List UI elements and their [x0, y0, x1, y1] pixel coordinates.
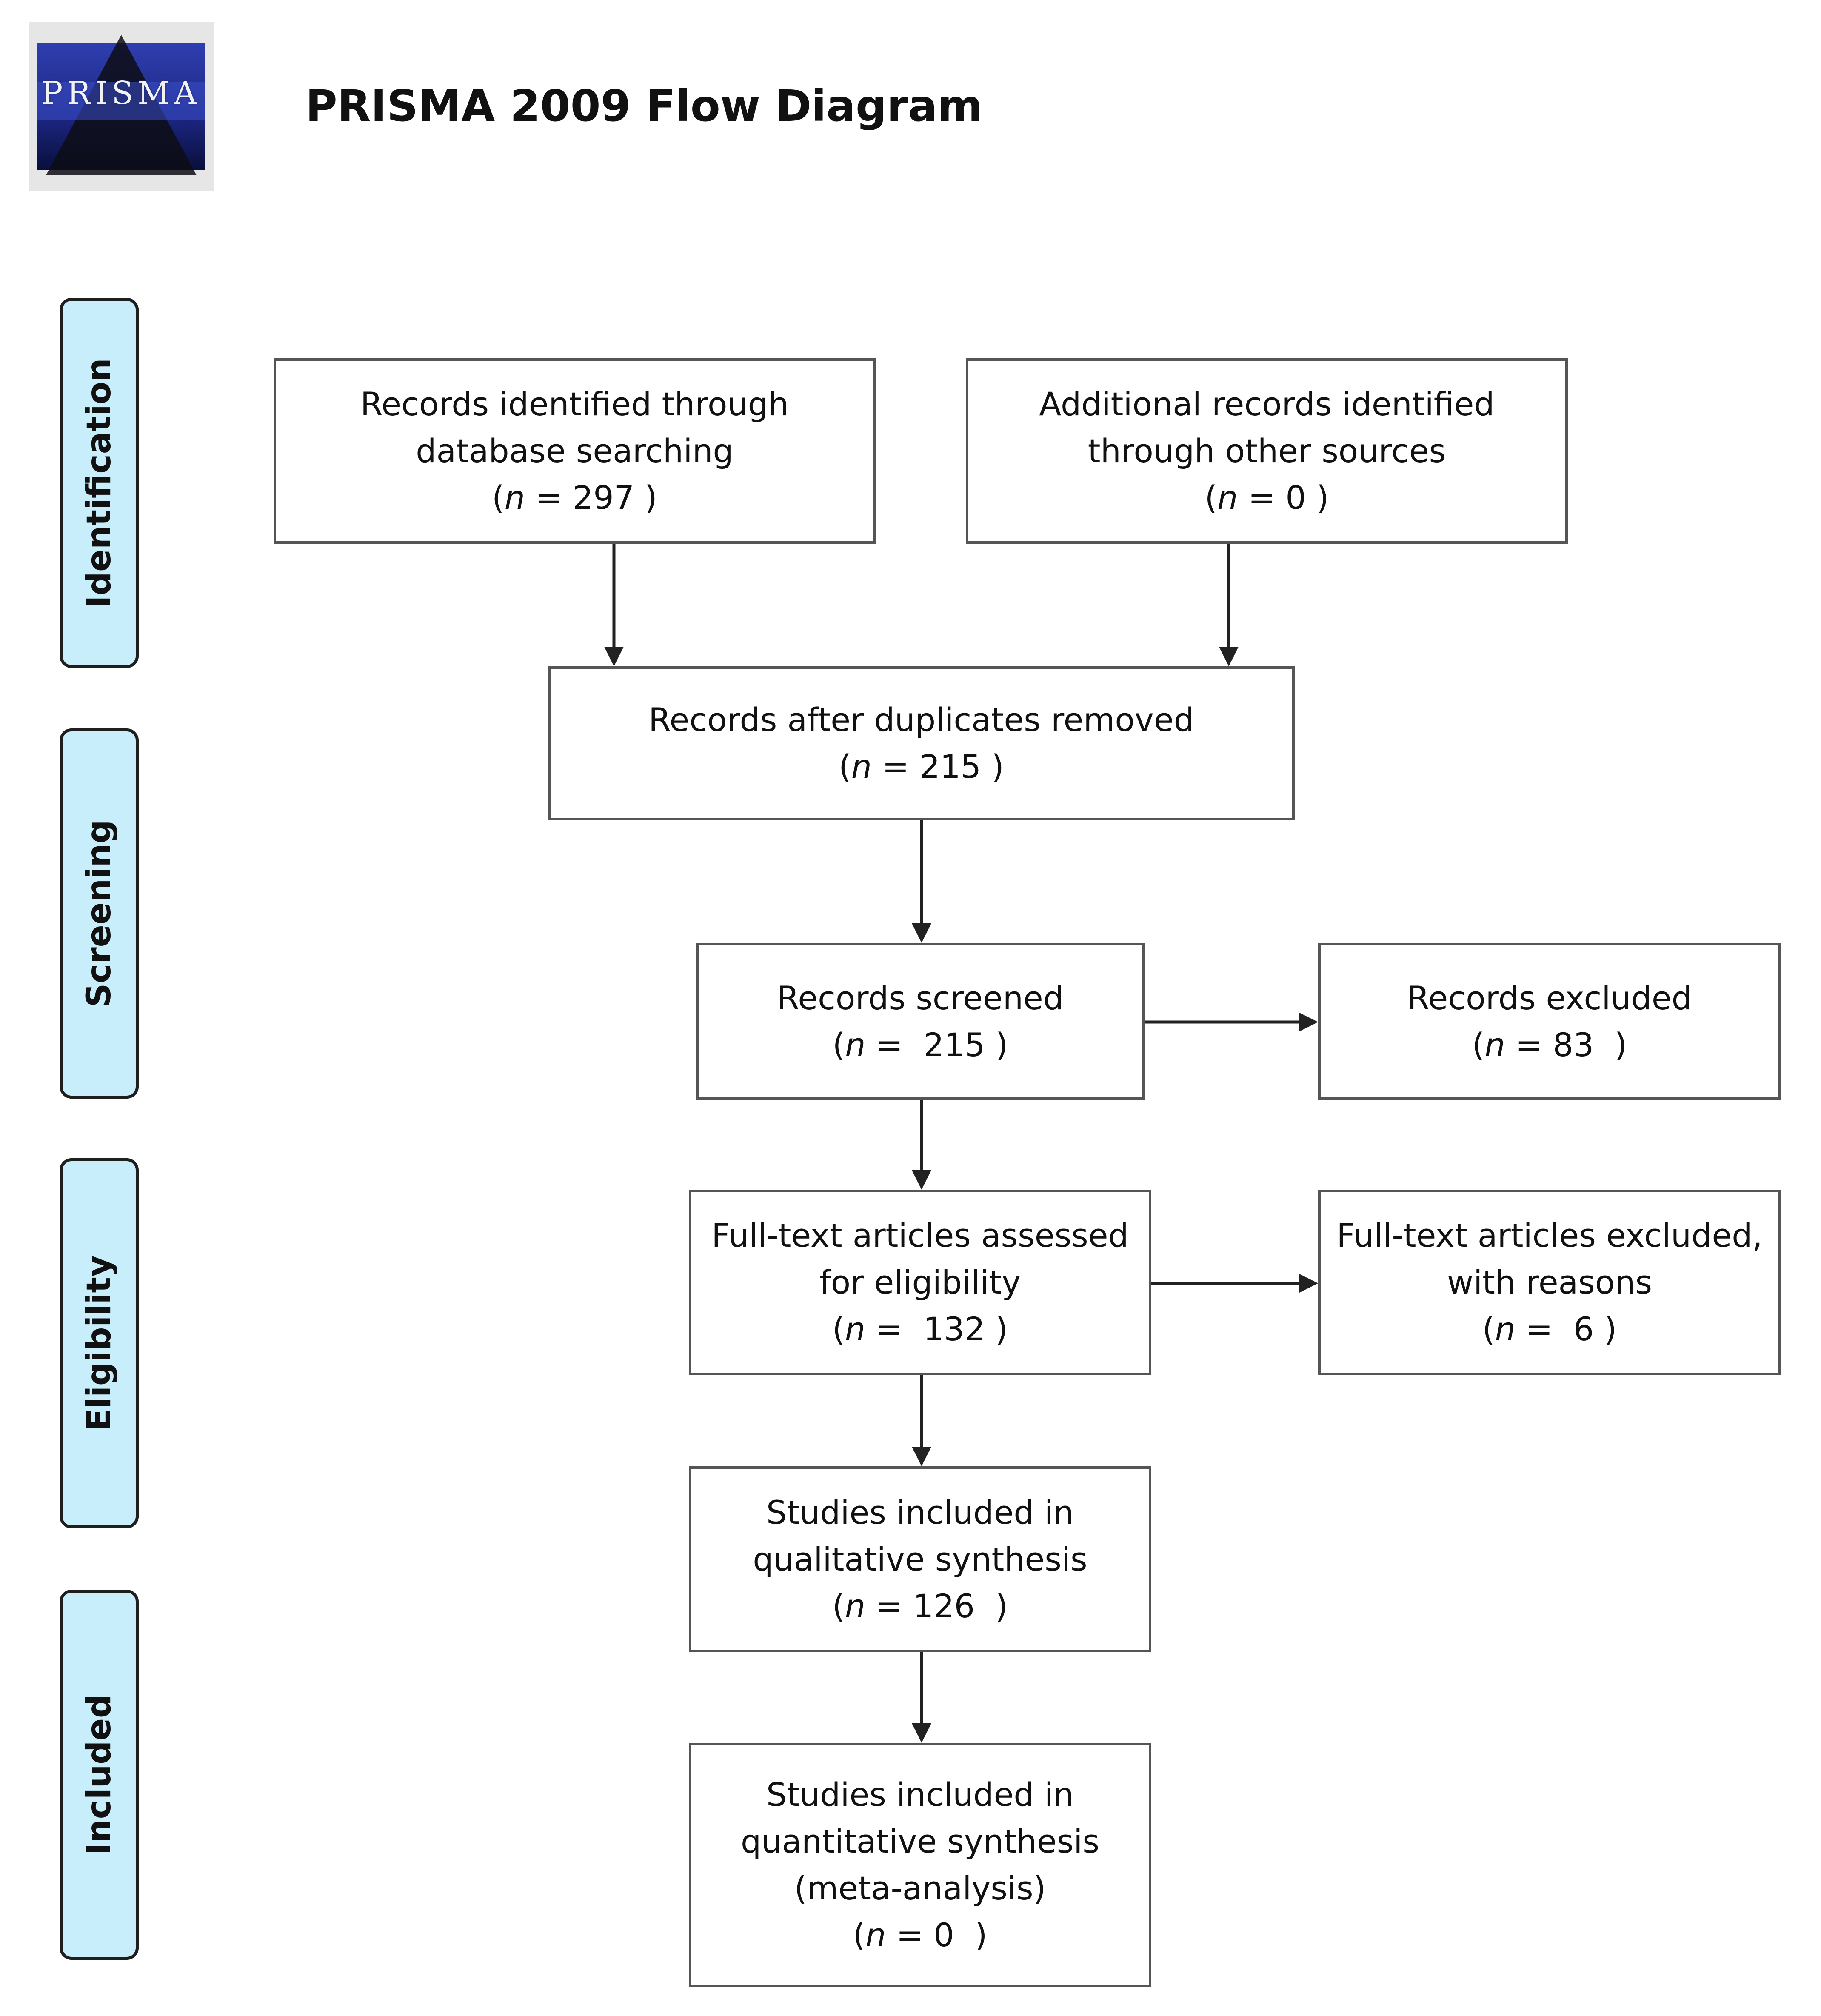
box-text-line: Records after duplicates removed	[648, 701, 1194, 739]
prisma-logo: PRISMA	[29, 22, 214, 191]
box-text-line: for eligibility	[819, 1263, 1021, 1301]
box-count: (n = 6 )	[1482, 1310, 1617, 1348]
phase-eligibility: Eligibility	[60, 1158, 139, 1528]
logo-text: PRISMA	[41, 75, 201, 111]
arrowhead-fulltext-to-qualitative	[912, 1447, 931, 1466]
box-count: (n = 126 )	[832, 1587, 1008, 1625]
box-count: (n = 132 )	[832, 1310, 1008, 1348]
box-records-excluded: Records excluded (n = 83 )	[1318, 943, 1781, 1100]
arrowhead-screened-to-fulltext	[912, 1170, 931, 1190]
arrowhead-fulltext-to-fulltext-excluded	[1299, 1274, 1318, 1293]
box-text-line: qualitative synthesis	[753, 1540, 1087, 1578]
box-text-line: database searching	[416, 432, 734, 470]
box-records-screened: Records screened (n = 215 )	[696, 943, 1145, 1100]
page-title: PRISMA 2009 Flow Diagram	[305, 81, 983, 131]
box-count: (n = 0 )	[853, 1916, 988, 1954]
box-count: (n = 0 )	[1204, 479, 1329, 517]
box-text-line: with reasons	[1447, 1263, 1653, 1301]
box-text-line: quantitative synthesis	[740, 1822, 1099, 1860]
box-text-line: Records excluded	[1407, 979, 1692, 1017]
box-records-other-sources: Additional records identified through ot…	[966, 358, 1568, 544]
box-records-after-duplicates: Records after duplicates removed (n = 21…	[548, 666, 1295, 820]
box-records-database: Records identified through database sear…	[274, 358, 876, 544]
box-text-line: (meta-analysis)	[794, 1869, 1046, 1907]
box-text-line: through other sources	[1087, 432, 1446, 470]
box-count: (n = 83 )	[1472, 1025, 1627, 1064]
phase-identification: Identification	[60, 298, 139, 668]
arrowhead-screened-to-excluded	[1299, 1012, 1318, 1032]
arrowhead-duplicates-to-screened	[912, 923, 931, 943]
arrowhead-other-to-duplicates	[1219, 647, 1239, 666]
box-quantitative-synthesis: Studies included in quantitative synthes…	[689, 1743, 1151, 1987]
prisma-logo-graphic	[37, 35, 205, 175]
box-count: (n = 297 )	[492, 479, 657, 517]
box-count: (n = 215 )	[832, 1025, 1008, 1064]
box-text-line: Full-text articles assessed	[711, 1216, 1129, 1254]
phase-included: Included	[60, 1590, 139, 1960]
arrowhead-qualitative-to-quantitative	[912, 1723, 931, 1743]
box-text-line: Records identified through	[360, 385, 789, 423]
box-fulltext-excluded: Full-text articles excluded, with reason…	[1318, 1190, 1781, 1375]
arrowhead-database-to-duplicates	[604, 647, 624, 666]
box-fulltext-assessed: Full-text articles assessed for eligibil…	[689, 1190, 1151, 1375]
box-text-line: Full-text articles excluded,	[1336, 1216, 1763, 1254]
box-count: (n = 215 )	[839, 748, 1004, 785]
box-text-line: Studies included in	[766, 1776, 1074, 1813]
box-text-line: Records screened	[777, 979, 1064, 1017]
box-text-line: Studies included in	[766, 1493, 1074, 1531]
phase-screening: Screening	[60, 728, 139, 1099]
box-text-line: Additional records identified	[1039, 385, 1495, 423]
box-qualitative-synthesis: Studies included in qualitative synthesi…	[689, 1466, 1151, 1652]
